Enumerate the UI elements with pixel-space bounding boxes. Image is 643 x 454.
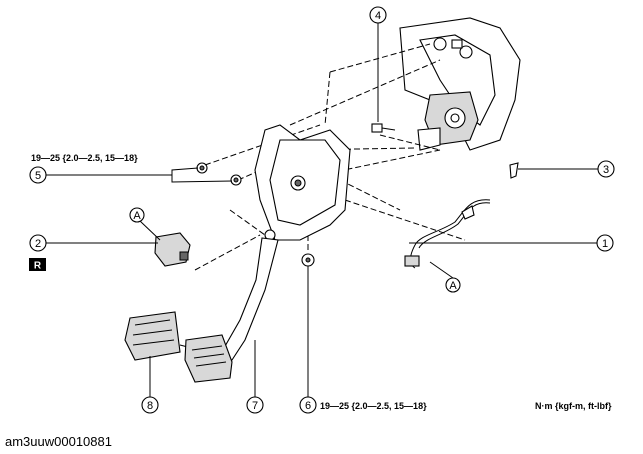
clip-part-3: [509, 162, 519, 179]
callout-7-label: 7: [252, 400, 258, 412]
callout-2: 2: [29, 234, 47, 252]
callout-2-label: 2: [35, 238, 41, 250]
callout-8-label: 8: [147, 400, 153, 412]
callout-4-label: 4: [375, 10, 381, 22]
callout-6: 6: [299, 396, 317, 414]
pedal-arm-part-7: [219, 237, 279, 361]
booster-unit: [417, 91, 479, 151]
figure-id: am3uuw00010881: [5, 434, 112, 449]
torque-units: N·m {kgf-m, ft-lbf}: [535, 401, 612, 411]
callout-1: 1: [596, 234, 614, 252]
r-marker: R: [29, 258, 46, 272]
callout-8: 8: [141, 396, 159, 414]
callout-a-bottom-label: A: [449, 280, 457, 292]
nut-part-6: [301, 253, 315, 267]
callout-3-label: 3: [603, 164, 609, 176]
nut-part-5-upper: [196, 162, 208, 174]
wiring-harness-part-1: [404, 199, 491, 269]
firewall-bracket: [399, 17, 521, 151]
callout-3: 3: [597, 160, 615, 178]
bolt-part-4: [371, 123, 396, 133]
r-marker-label: R: [34, 261, 42, 272]
torque-spec-lower: 19—25 {2.0—2.5, 15—18}: [320, 401, 427, 411]
pedal-pad-cover-part-8: [124, 311, 181, 361]
callout-1-label: 1: [602, 238, 608, 250]
callout-a-bottom: A: [445, 277, 461, 293]
callout-4: 4: [369, 6, 387, 24]
switch-part-2: [154, 232, 191, 267]
pedal-pad: [184, 334, 233, 383]
callout-a-top: A: [129, 207, 145, 223]
callout-5: 5: [29, 166, 47, 184]
callout-a-top-label: A: [133, 210, 141, 222]
torque-spec-upper: 19—25 {2.0—2.5, 15—18}: [31, 153, 138, 163]
callout-6-label: 6: [305, 400, 311, 412]
leader-lines: [46, 22, 598, 397]
nut-part-5-lower: [230, 174, 242, 186]
pedal-bracket: [254, 124, 351, 241]
callout-5-label: 5: [35, 170, 41, 182]
callout-7: 7: [246, 396, 264, 414]
